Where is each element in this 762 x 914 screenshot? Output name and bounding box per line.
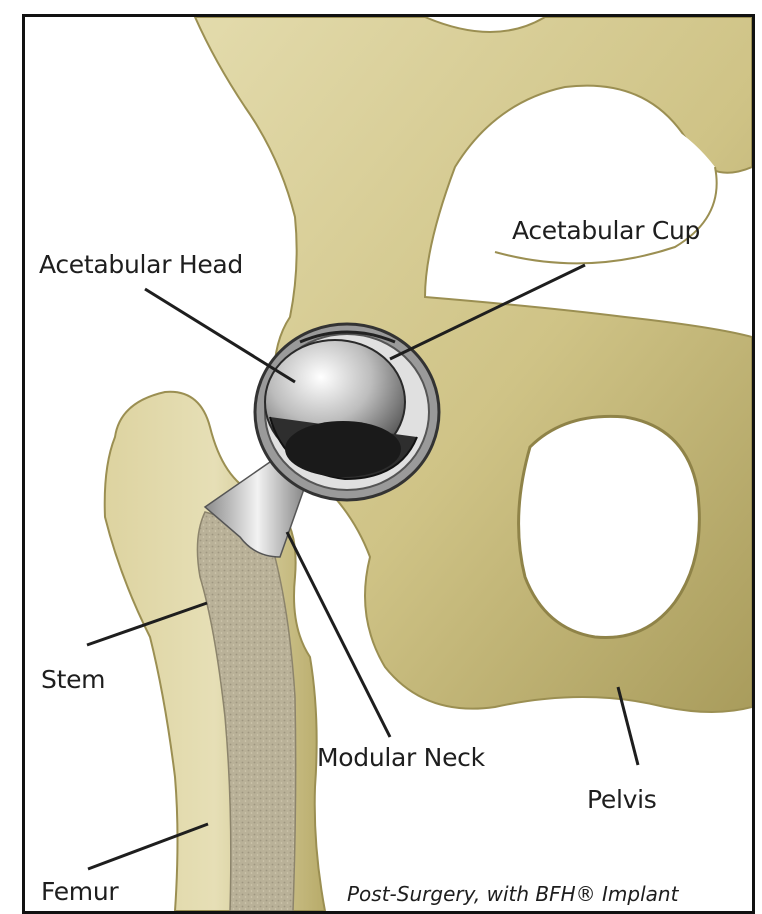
label-acetabular-head: Acetabular Head — [39, 250, 243, 279]
label-acetabular-cup: Acetabular Cup — [512, 216, 700, 245]
label-stem: Stem — [41, 665, 105, 694]
label-modular-neck: Modular Neck — [317, 743, 485, 772]
label-pelvis: Pelvis — [587, 785, 656, 814]
diagram-frame: Acetabular Head Acetabular Cup Stem Modu… — [22, 14, 755, 914]
hip-implant-illustration — [25, 17, 752, 911]
caption: Post-Surgery, with BFH® Implant — [347, 882, 678, 906]
leader-acetabular-head — [145, 289, 295, 382]
label-femur: Femur — [41, 877, 118, 906]
